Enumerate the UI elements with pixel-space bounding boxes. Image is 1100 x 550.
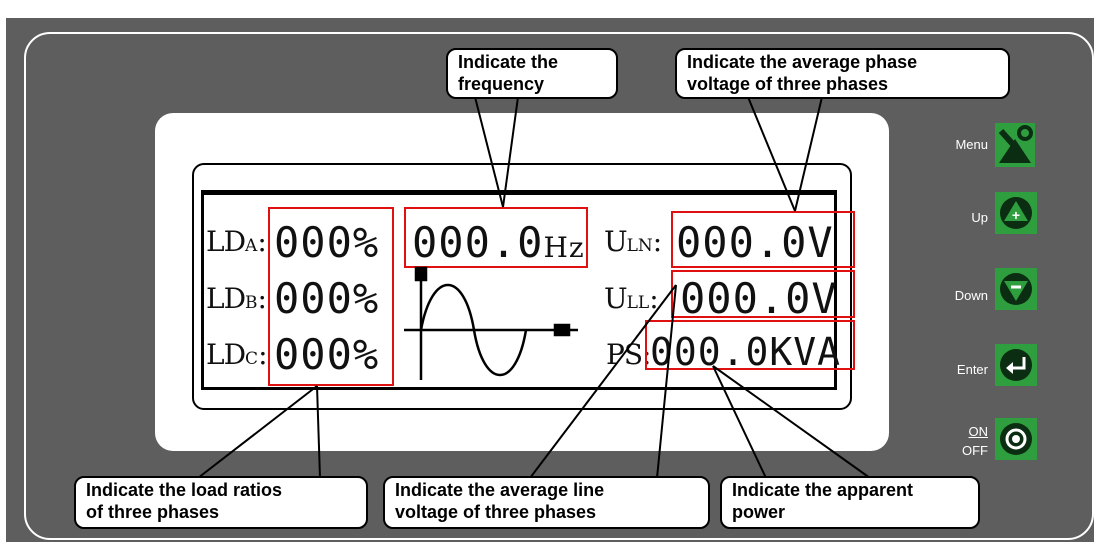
svg-text:+: + [1012,207,1020,223]
callout-load-ratios: Indicate the load ratios of three phases [74,476,368,529]
callout-apparent-power: Indicate the apparent power [720,476,980,529]
ld-b-label: LDB: [206,282,267,315]
wrench-icon [998,125,1033,163]
frequency-value: 000.0Hz [412,218,585,267]
sine-wave-icon [404,266,578,380]
enter-icon [1000,349,1032,381]
apparent-power-highlight [645,320,855,370]
ld-a-value: 000% [274,218,380,267]
ull-label: ULL: [604,282,659,315]
callout-line-voltage: Indicate the average line voltage of thr… [383,476,710,529]
callout-frequency: Indicate the frequency [446,48,618,99]
plus-up-icon: + [1000,197,1032,229]
up-button[interactable]: + [995,192,1037,234]
down-button[interactable] [995,268,1037,310]
lcd-screen [201,190,837,390]
up-label: Up [971,210,988,225]
menu-button[interactable] [995,123,1035,167]
power-button[interactable] [995,418,1037,460]
ull-value: 000.0V [680,274,838,323]
display-bezel [155,113,889,451]
power-icon [1000,423,1032,455]
ld-a-label: LDA: [206,225,267,258]
on-label: ON [968,424,989,439]
minus-down-icon [1000,273,1032,305]
uln-value: 000.0V [676,218,834,267]
uln-label: ULN: [604,225,662,258]
ld-c-label: LDC: [206,338,267,371]
phase-voltage-highlight [671,211,855,268]
off-label: OFF [962,443,988,458]
enter-label: Enter [956,362,988,377]
ps-value: 000.0KVA [650,330,842,374]
ld-c-value: 000% [274,330,380,379]
panel-border [24,32,1094,540]
lcd-frame [192,163,852,410]
enter-button[interactable] [995,344,1037,386]
line-voltage-highlight [671,270,855,318]
menu-label: Menu [955,137,988,152]
callout-phase-voltage: Indicate the average phase voltage of th… [675,48,1010,99]
frequency-highlight [404,207,588,268]
down-label: Down [954,288,988,303]
load-ratio-highlight [268,207,394,386]
ld-b-value: 000% [274,274,380,323]
